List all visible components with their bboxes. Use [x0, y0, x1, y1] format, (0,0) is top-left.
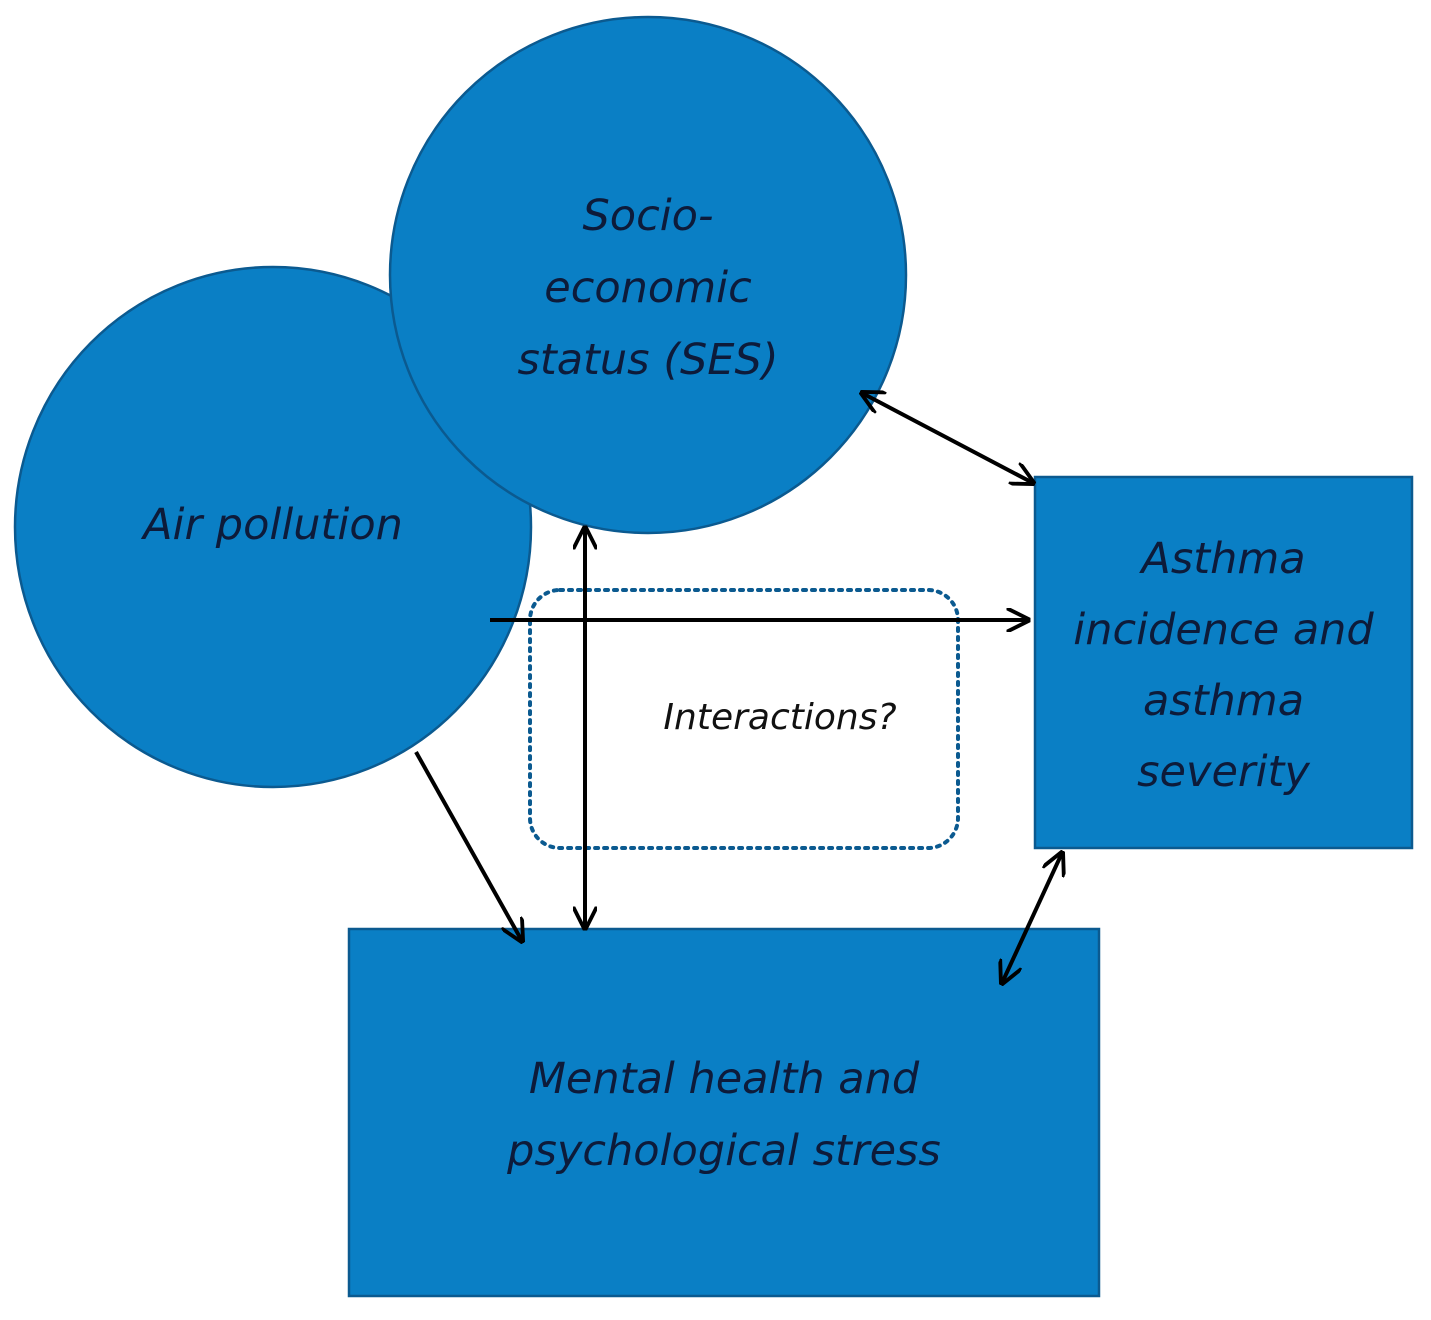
asthma-box [1033, 475, 1414, 850]
label-line: Air pollution [143, 500, 403, 550]
label-line: Socio- [582, 191, 714, 241]
label-line: psychological stress [507, 1126, 941, 1176]
label-line: status (SES) [517, 335, 779, 385]
label-line: economic [544, 263, 752, 313]
arrow-ses-asthma-bidirectional [862, 393, 1033, 483]
label-line: Mental health and [528, 1054, 920, 1104]
arrow-asthma-mental-bidirectional [1002, 853, 1062, 983]
mental-health-label: Mental health and psychological stress [349, 1043, 1099, 1187]
mental-health-box [347, 927, 1101, 1298]
label-line: Asthma [1141, 534, 1306, 584]
asthma-label: Asthma incidence and asthma severity [1035, 524, 1412, 808]
label-line: incidence and [1073, 605, 1374, 655]
label-line: asthma [1142, 676, 1305, 726]
label-line: severity [1137, 747, 1310, 797]
interactions-label: Interactions? [663, 697, 897, 738]
ses-circle [388, 15, 908, 535]
air-pollution-circle [13, 265, 533, 789]
arrow-air-to-mental [414, 751, 522, 941]
ses-label: Socio-economic status (SES) [448, 180, 848, 396]
interactions-dotted-box [528, 588, 960, 850]
air-pollution-label: Air pollution [73, 500, 473, 552]
